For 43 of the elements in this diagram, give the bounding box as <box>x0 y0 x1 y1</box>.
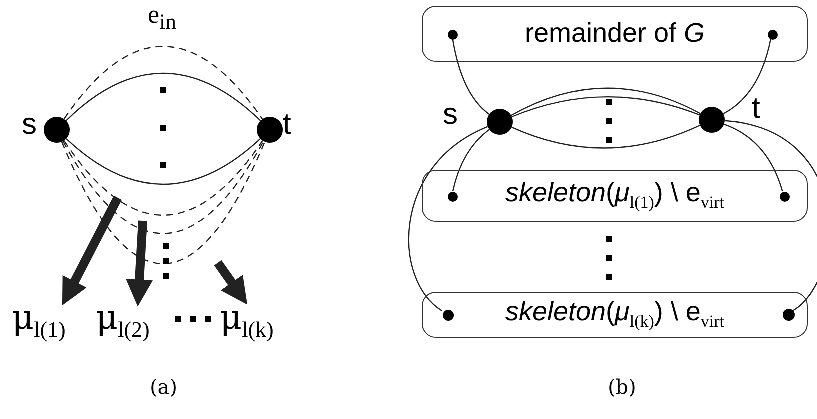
edge-line <box>452 129 490 192</box>
vertex-label: s <box>443 98 458 132</box>
edge-line <box>512 96 700 118</box>
box-title: remainder of G <box>524 18 706 49</box>
edge-line <box>408 126 488 312</box>
dashed-edge <box>64 46 264 120</box>
edge-line <box>724 120 817 312</box>
box-title: skeleton(μ$_{l(k)}$) \ e$_{virt}$ <box>504 296 726 332</box>
node-label: μ$_{l(1)}$ <box>12 298 94 350</box>
vertex-dot <box>44 117 70 143</box>
dashed-edge <box>62 141 264 234</box>
panel-caption: (a) <box>150 375 178 399</box>
vertex-dot <box>699 107 725 133</box>
box-title: skeleton(μ$_{l(1)}$) \ e$_{virt}$ <box>504 178 726 213</box>
port-dot <box>448 30 458 40</box>
group-box <box>422 292 808 338</box>
edge-line <box>723 38 772 115</box>
thick-arrow <box>214 260 248 305</box>
port-dot <box>448 192 458 202</box>
edge-line <box>452 38 490 115</box>
node-label: μ$_{l(2)}$ <box>96 298 178 350</box>
thick-arrow <box>62 196 122 306</box>
vertex-label: s <box>22 108 37 142</box>
edge-line <box>511 88 701 116</box>
thick-arrow <box>126 220 154 307</box>
port-dot <box>783 309 795 321</box>
edge-line <box>66 138 261 185</box>
port-dot <box>768 30 778 40</box>
vertex-label: t <box>752 92 760 126</box>
edge-line <box>724 124 784 192</box>
panel-caption: (b) <box>608 375 636 399</box>
dashed-edge <box>64 140 264 216</box>
port-dot <box>780 192 790 202</box>
vertex-label: t <box>283 108 292 142</box>
edge-line <box>512 124 700 149</box>
port-dot <box>442 310 454 320</box>
group-box <box>422 6 808 62</box>
vertex-dot <box>257 117 283 143</box>
dashed-edge <box>61 142 266 264</box>
vertex-dot <box>487 109 513 135</box>
node-label: μ$_{l(k)}$ <box>220 298 302 350</box>
group-box <box>422 170 808 222</box>
edge-line <box>66 72 262 122</box>
